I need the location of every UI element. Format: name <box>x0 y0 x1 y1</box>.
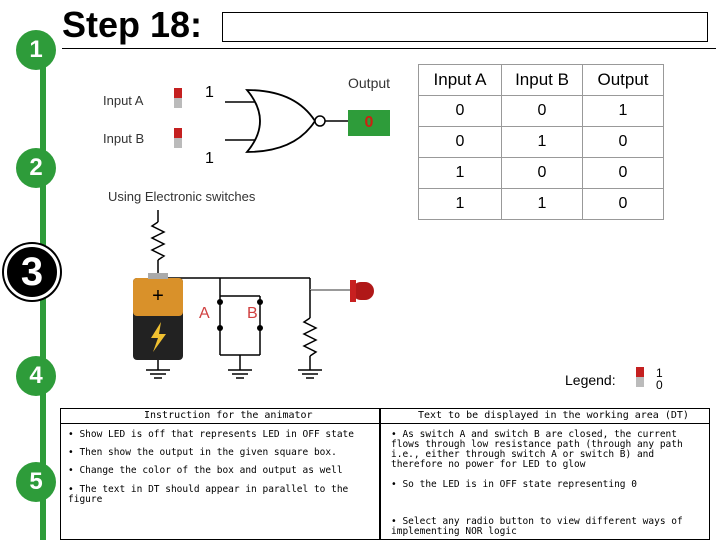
output-label: Output <box>348 75 391 91</box>
dt-item: • So the LED is in OFF state representin… <box>391 479 637 490</box>
table-row: 0 1 0 <box>418 126 664 158</box>
cell: 0 <box>501 95 583 127</box>
input-b-value: 1 <box>205 150 214 167</box>
truth-table-header: Input A Input B Output <box>418 64 664 96</box>
switch-a-label: A <box>199 305 210 322</box>
output-box: 0 <box>348 110 390 136</box>
input-a-label: Input A <box>103 93 144 108</box>
step-3-circle[interactable]: 3 <box>4 244 60 300</box>
step-5-circle[interactable]: 5 <box>16 462 56 502</box>
cell: 0 <box>582 157 664 189</box>
cell: 1 <box>501 188 583 220</box>
cell: 0 <box>501 157 583 189</box>
cell: 1 <box>418 188 502 220</box>
dt-panel-title: Text to be displayed in the working area… <box>418 410 689 421</box>
table-row: 1 0 0 <box>418 157 664 189</box>
header-divider <box>62 48 716 49</box>
dt-item: • Select any radio button to view differ… <box>391 516 683 537</box>
animator-item: • The text in DT should appear in parall… <box>68 484 349 505</box>
input-a-value: 1 <box>205 84 214 101</box>
svg-text:+: + <box>152 285 164 307</box>
legend-off-value: 0 <box>656 378 663 392</box>
header-input-b: Input B <box>501 64 583 96</box>
step-4-circle[interactable]: 4 <box>16 356 56 396</box>
input-a-switch[interactable] <box>174 88 182 108</box>
header-input-a: Input A <box>418 64 502 96</box>
cell: 1 <box>501 126 583 158</box>
legend-switch-icon <box>636 367 644 387</box>
legend-on-value: 1 <box>656 366 663 380</box>
dt-divider <box>380 423 710 424</box>
cell: 0 <box>582 188 664 220</box>
switch-circuit-diagram: + <box>133 210 374 379</box>
cell: 0 <box>582 126 664 158</box>
dt-item: • As switch A and switch B are closed, t… <box>391 429 683 470</box>
cell: 0 <box>418 95 502 127</box>
circuit-caption: Using Electronic switches <box>108 189 256 204</box>
header-output: Output <box>582 64 664 96</box>
truth-table: Input A Input B Output 0 0 1 0 1 0 1 0 0… <box>418 64 664 220</box>
animator-panel-title: Instruction for the animator <box>144 410 313 421</box>
cell: 0 <box>418 126 502 158</box>
animator-item: • Show LED is off that represents LED in… <box>68 429 354 440</box>
table-row: 1 1 0 <box>418 188 664 220</box>
step-1-circle[interactable]: 1 <box>16 30 56 70</box>
cell: 1 <box>418 157 502 189</box>
input-b-label: Input B <box>103 131 145 146</box>
input-b-switch[interactable] <box>174 128 182 148</box>
animator-item: • Then show the output in the given squa… <box>68 447 337 458</box>
step-2-circle[interactable]: 2 <box>16 148 56 188</box>
animator-divider <box>60 423 380 424</box>
page-title: Step 18: <box>62 4 203 45</box>
animator-item: • Change the color of the box and output… <box>68 465 343 476</box>
legend-label: Legend: <box>565 372 616 388</box>
nor-gate-diagram <box>225 89 348 153</box>
switch-b-label: B <box>247 305 258 322</box>
title-box <box>222 12 708 42</box>
cell: 1 <box>582 95 664 127</box>
table-row: 0 0 1 <box>418 95 664 127</box>
